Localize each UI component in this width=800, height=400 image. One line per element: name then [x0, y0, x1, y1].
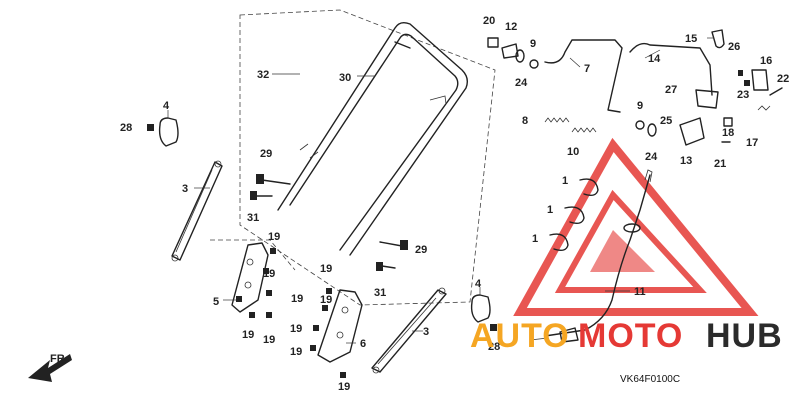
callout-29: 29 [260, 148, 272, 160]
callout-32: 32 [257, 69, 269, 81]
side-hardware [721, 69, 783, 143]
lower-handle-right [371, 287, 447, 374]
callout-4: 4 [163, 100, 170, 112]
callout-30: 30 [339, 72, 351, 84]
callout-23: 23 [737, 89, 749, 101]
callout-5: 5 [213, 296, 219, 308]
callout-19: 19 [290, 346, 302, 358]
callout-20: 20 [483, 15, 495, 27]
callout-27: 27 [665, 84, 677, 96]
cable-clamp [679, 117, 705, 146]
callout-19: 19 [290, 323, 302, 335]
callout-1: 1 [547, 204, 553, 216]
handle-pipe [277, 21, 469, 256]
callout-28: 28 [488, 341, 500, 353]
callout-1: 1 [562, 175, 568, 187]
callout-19: 19 [242, 329, 254, 341]
throttle-cable [529, 169, 653, 343]
callout-13: 13 [680, 155, 692, 167]
callout-24: 24 [515, 77, 528, 89]
callout-16: 16 [760, 55, 772, 67]
callout-9: 9 [530, 38, 536, 50]
callout-19: 19 [320, 263, 332, 275]
callout-12: 12 [505, 21, 517, 33]
callout-19: 19 [338, 381, 350, 393]
callout-11: 11 [634, 286, 646, 298]
lower-handle-left [171, 160, 223, 262]
callout-1: 1 [532, 233, 538, 245]
nut-28-right [490, 324, 497, 331]
callout-19: 19 [263, 334, 275, 346]
callout-19: 19 [263, 268, 275, 280]
watermark-triangle-outer [513, 137, 759, 316]
callout-28: 28 [120, 122, 132, 134]
watermark-text-auto: AUTO [470, 317, 570, 355]
callout-3: 3 [182, 183, 188, 195]
callout-19: 19 [291, 293, 303, 305]
callout-7: 7 [584, 63, 590, 75]
callout-31: 31 [247, 212, 259, 224]
nut-28-left [147, 124, 154, 131]
bolts [250, 174, 408, 271]
cable-clips [549, 178, 599, 252]
callout-17: 17 [746, 137, 758, 149]
callout-22: 22 [777, 73, 789, 85]
callout-31: 31 [374, 287, 386, 299]
watermark-text-hub: HUB [706, 317, 783, 355]
callout-6: 6 [360, 338, 366, 350]
nuts-19 [236, 248, 346, 378]
lever-15 [711, 29, 725, 49]
callout-labels: 32 30 4 28 3 29 31 19 19 5 19 19 19 19 1… [120, 15, 789, 393]
handle-bracket-left [210, 239, 296, 313]
front-arrow-icon [28, 354, 72, 382]
callout-14: 14 [648, 53, 661, 65]
direction-label: FR. [50, 353, 68, 365]
callout-3: 3 [423, 326, 429, 338]
watermark-text-moto: MOTO [578, 317, 683, 355]
watermark-triangle-inner [554, 189, 707, 293]
throttle-lever [629, 42, 719, 109]
handle-grip-left [147, 117, 179, 147]
handle-grip-right [470, 294, 497, 331]
direction-arrow: FR. [28, 353, 72, 382]
control-rod [544, 39, 623, 113]
callout-10: 10 [567, 146, 579, 158]
callout-19: 19 [320, 294, 332, 306]
watermark-triangle-core [590, 230, 655, 272]
callout-29: 29 [415, 244, 427, 256]
callout-15: 15 [685, 33, 697, 45]
upper-hardware [487, 37, 657, 137]
handle-bracket-right [317, 289, 363, 363]
callout-9: 9 [637, 100, 643, 112]
callout-19: 19 [268, 231, 280, 243]
callout-8: 8 [522, 115, 528, 127]
callout-4: 4 [475, 278, 482, 290]
handle-assembly-boundary [239, 9, 496, 306]
callout-24: 24 [645, 151, 658, 163]
callout-25: 25 [660, 115, 672, 127]
leader-lines [167, 37, 714, 344]
callout-18: 18 [722, 127, 734, 139]
callout-21: 21 [714, 158, 726, 170]
drawing-code: VK64F0100C [620, 374, 680, 385]
watermark-logo [513, 137, 759, 316]
callout-26: 26 [728, 41, 740, 53]
springs [544, 117, 597, 133]
watermark-wordmark: AUTO MOTO HUB [470, 317, 783, 355]
